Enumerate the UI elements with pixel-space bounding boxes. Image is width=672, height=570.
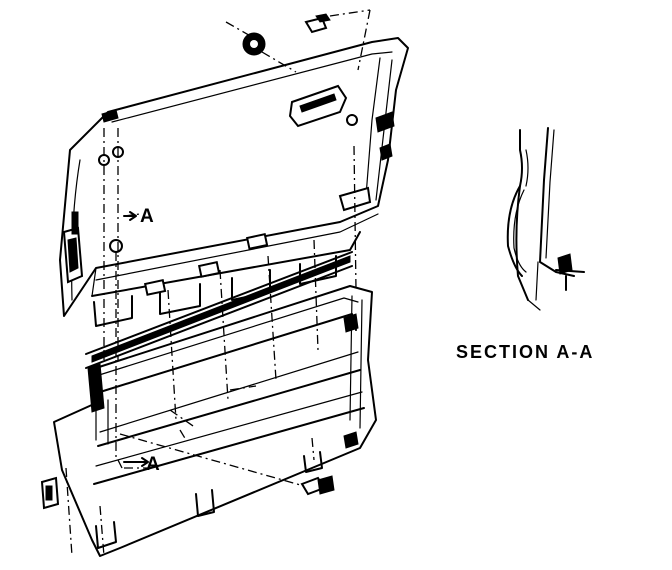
section-a-a-detail xyxy=(506,127,585,311)
grommet-part xyxy=(242,32,266,56)
callout-arrow-upper xyxy=(123,211,137,221)
lower-trim-panel xyxy=(40,285,377,557)
alignment-lines xyxy=(65,9,371,557)
upper-trim-panel xyxy=(59,37,409,327)
callout-label-lower: A xyxy=(146,454,160,475)
callout-arrow-lower xyxy=(123,457,149,467)
clip-part xyxy=(304,13,331,34)
weatherstrip xyxy=(85,251,353,369)
lower-clip-part xyxy=(300,475,335,496)
callout-label-upper: A xyxy=(140,206,154,227)
section-caption: SECTION A-A xyxy=(456,342,594,362)
